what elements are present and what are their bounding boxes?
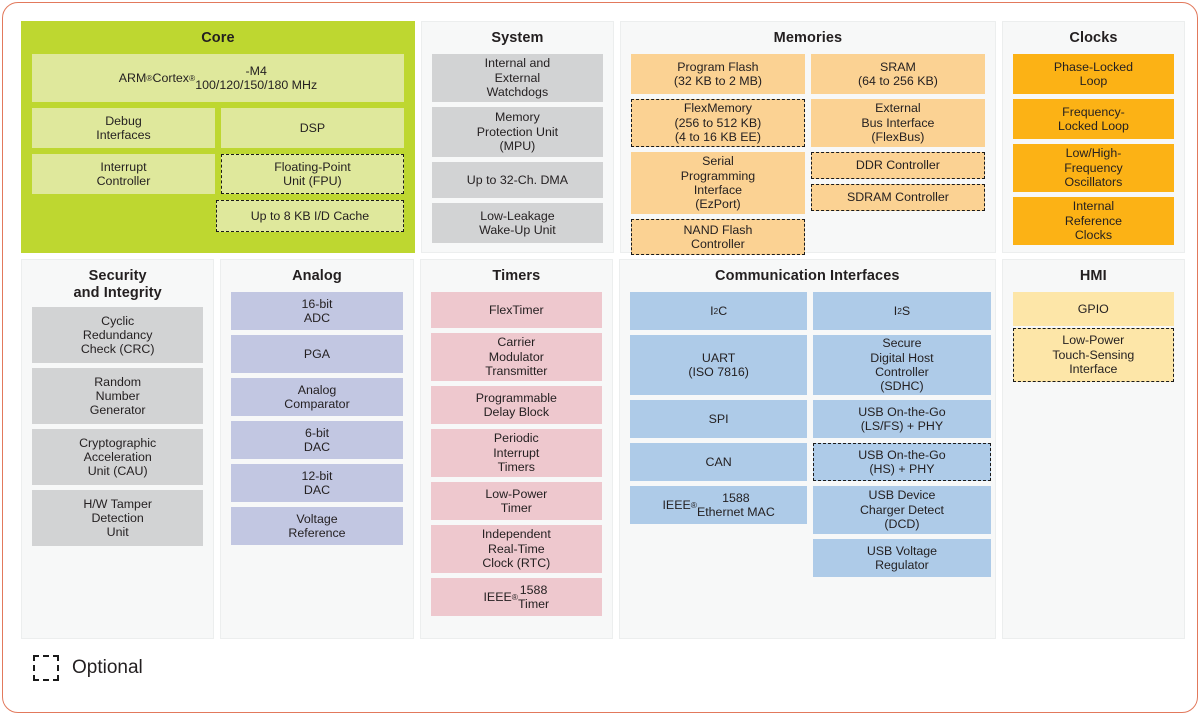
block-frequency-locked-loop[interactable]: Frequency-Locked Loop <box>1012 98 1175 139</box>
block-usb-otg-hs[interactable]: USB On-the-Go(HS) + PHY <box>813 442 991 481</box>
block-dma[interactable]: Up to 32-Ch. DMA <box>431 161 603 198</box>
block-usb-otg-lsfs[interactable]: USB On-the-Go(LS/FS) + PHY <box>813 399 991 438</box>
block-uart[interactable]: UART(ISO 7816) <box>629 334 808 395</box>
optional-swatch-icon <box>33 655 59 681</box>
block-dsp[interactable]: DSP <box>220 107 404 148</box>
panel-title-system: System <box>491 30 544 46</box>
panel-title-memories: Memories <box>773 30 843 46</box>
block-can[interactable]: CAN <box>629 442 808 481</box>
panel-title-analog: Analog <box>292 268 342 284</box>
block-spi[interactable]: SPI <box>629 399 808 438</box>
block-flextimer[interactable]: FlexTimer <box>430 291 602 328</box>
panel-title-timers: Timers <box>492 268 541 284</box>
block-sram[interactable]: SRAM(64 to 256 KB) <box>810 53 985 94</box>
block-gpio[interactable]: GPIO <box>1012 291 1174 326</box>
legend-label-optional: Optional <box>72 657 143 678</box>
memories-left-column: Program Flash(32 KB to 2 MB) FlexMemory(… <box>630 53 805 255</box>
panel-memories: Memories Program Flash(32 KB to 2 MB) Fl… <box>619 21 996 255</box>
memories-body: Program Flash(32 KB to 2 MB) FlexMemory(… <box>630 53 985 255</box>
panel-title-core: Core <box>201 30 235 46</box>
block-sdram-controller[interactable]: SDRAM Controller <box>810 183 985 211</box>
block-id-cache[interactable]: Up to 8 KB I/D Cache <box>215 199 404 232</box>
block-ddr-controller[interactable]: DDR Controller <box>810 151 985 179</box>
legend: Optional <box>33 655 143 681</box>
block-pga[interactable]: PGA <box>231 334 403 373</box>
panel-title-hmi: HMI <box>1079 268 1107 284</box>
block-program-flash[interactable]: Program Flash(32 KB to 2 MB) <box>630 53 805 94</box>
panel-title-clocks: Clocks <box>1069 30 1118 46</box>
core-row-3: Up to 8 KB I/D Cache <box>32 199 404 232</box>
panel-title-communication: Communication Interfaces <box>715 268 900 284</box>
block-flexmemory[interactable]: FlexMemory(256 to 512 KB)(4 to 16 KB EE) <box>630 98 805 147</box>
core-spacer <box>32 200 210 232</box>
